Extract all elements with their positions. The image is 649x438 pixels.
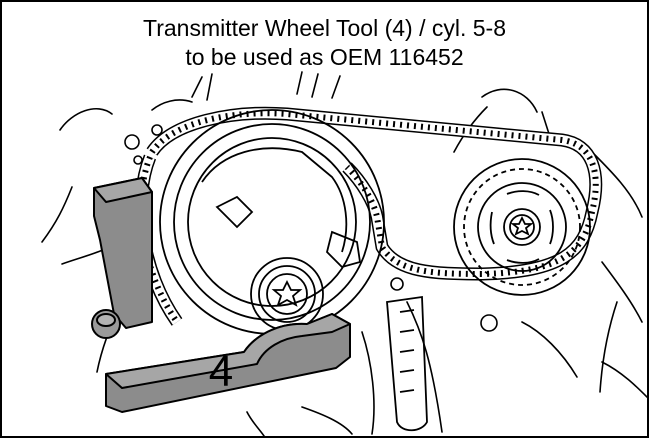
tool-callout-number: 4 — [208, 347, 234, 396]
timing-chain — [134, 106, 603, 326]
title-line-2: to be used as OEM 116452 — [185, 44, 464, 70]
camshaft-sprocket-large — [159, 109, 385, 335]
bolt-hole — [151, 124, 163, 136]
bolt-hole — [124, 134, 140, 150]
chain-guide — [386, 295, 428, 432]
tool-base-top — [105, 313, 351, 389]
camshaft-sprocket-small — [453, 158, 591, 296]
title-line-1: Transmitter Wheel Tool (4) / cyl. 5-8 — [143, 15, 506, 41]
engine-housing-lines — [41, 88, 647, 436]
bolt-hole — [390, 277, 404, 291]
tool-upright-arm — [93, 177, 153, 329]
diagram-title: Transmitter Wheel Tool (4) / cyl. 5-8 to… — [2, 14, 647, 72]
bolt-hole — [480, 314, 498, 332]
transmitter-wheel-tool — [91, 177, 351, 413]
tool-arm-top — [93, 177, 153, 203]
bolt-hole — [133, 155, 143, 165]
